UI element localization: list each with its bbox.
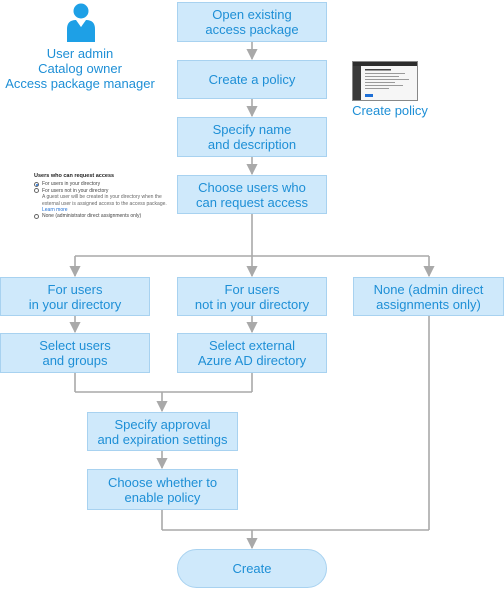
step-text: access package — [205, 22, 299, 37]
access-options-panel: Users who can request access For users i… — [34, 173, 174, 220]
step-text: enable policy — [124, 489, 201, 505]
step-text: For users — [47, 281, 103, 297]
option-note: A guest user will be created in your dir… — [42, 194, 167, 207]
option-none[interactable]: None (administrator direct assignments o… — [34, 213, 174, 219]
step-create-final: Create — [177, 549, 327, 588]
create-policy-caption: Create policy — [352, 103, 428, 118]
user-icon — [66, 2, 96, 47]
step-text: can request access — [195, 194, 308, 210]
option-not-in-directory[interactable]: For users not in your directory — [34, 188, 174, 194]
step-text: not in your directory — [194, 296, 310, 312]
step-text: Choose whether to — [107, 474, 218, 490]
step-users-not-in-directory: For users not in your directory — [177, 277, 327, 316]
step-text: Select users — [39, 338, 111, 353]
step-text: Create — [232, 561, 272, 576]
step-enable-policy: Choose whether to enable policy — [87, 469, 238, 510]
step-open-package: Open existing access package — [177, 2, 327, 42]
step-text: Specify approval — [114, 416, 211, 432]
step-text: Choose users who — [198, 179, 306, 195]
step-text: Create a policy — [208, 72, 296, 87]
step-text: Select external — [209, 338, 295, 353]
step-text: Open existing — [212, 7, 292, 22]
merge-line — [74, 372, 253, 393]
role-access-package-manager: Access package manager — [5, 76, 155, 91]
radio-icon[interactable] — [34, 182, 39, 187]
step-text: Specify name — [212, 122, 292, 137]
option-label: For users in your directory — [42, 181, 101, 188]
learn-more-link[interactable]: Learn more — [42, 207, 68, 214]
roles-list: User admin Catalog owner Access package … — [0, 46, 160, 91]
step-text: in your directory — [28, 296, 122, 312]
radio-icon[interactable] — [34, 214, 39, 220]
screenshot-thumbnail — [352, 61, 418, 101]
step-text: For users — [224, 281, 280, 297]
option-in-directory[interactable]: For users in your directory — [34, 181, 174, 187]
step-select-users-groups: Select users and groups — [0, 333, 150, 373]
panel-title: Users who can request access — [34, 173, 115, 179]
step-specify-name: Specify name and description — [177, 117, 327, 157]
step-text: assignments only) — [376, 296, 481, 312]
option-label: None (administrator direct assignments o… — [42, 213, 142, 220]
step-select-external-directory: Select external Azure AD directory — [177, 333, 327, 373]
step-text: and groups — [42, 353, 108, 368]
step-text: Azure AD directory — [197, 353, 307, 368]
role-catalog-owner: Catalog owner — [38, 61, 122, 76]
step-text: and description — [207, 137, 297, 152]
option-label: For users not in your directory — [42, 187, 109, 194]
step-create-policy: Create a policy — [177, 60, 327, 99]
step-none-admin: None (admin direct assignments only) — [353, 277, 504, 316]
step-approval-expiration: Specify approval and expiration settings — [87, 412, 238, 451]
role-user-admin: User admin — [46, 46, 114, 61]
step-choose-users: Choose users who can request access — [177, 175, 327, 214]
step-text: None (admin direct — [373, 281, 484, 297]
step-text: and expiration settings — [97, 431, 228, 447]
radio-icon[interactable] — [34, 188, 39, 194]
step-users-in-directory: For users in your directory — [0, 277, 150, 316]
